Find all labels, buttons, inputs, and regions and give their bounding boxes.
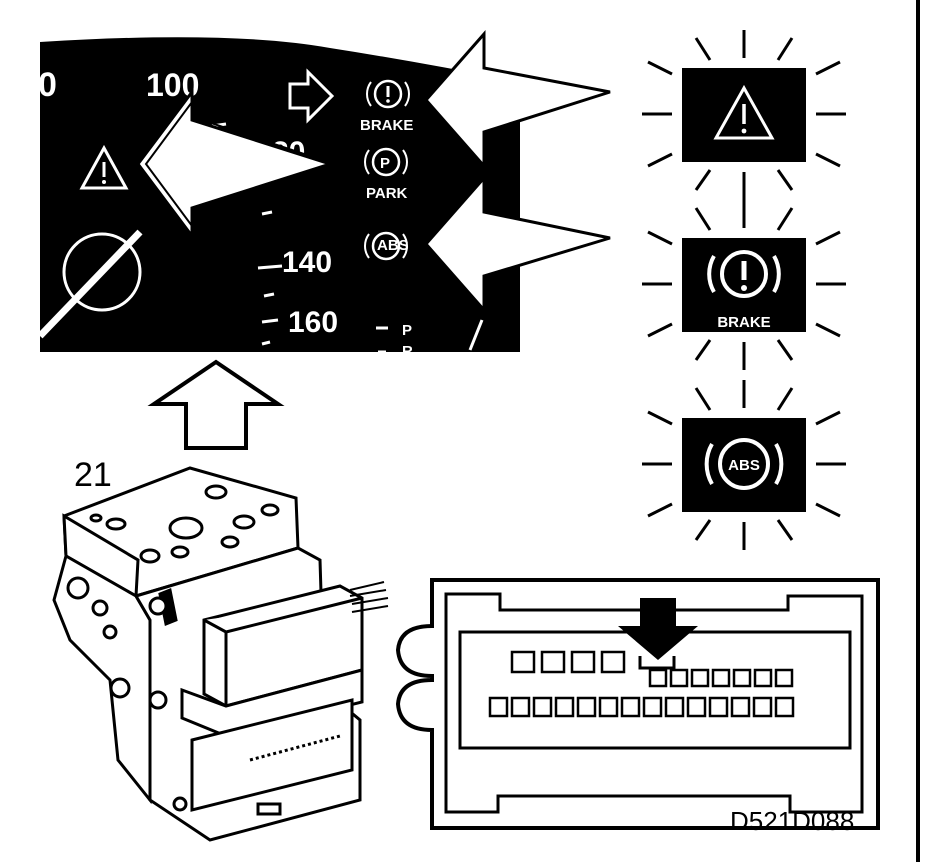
info-label: INFO <box>80 349 116 366</box>
warning-triangle-icon <box>713 84 775 140</box>
cluster-brake-label: BRAKE <box>360 117 413 134</box>
pointer-arrow-brake <box>424 30 611 170</box>
warning-light-triangle <box>642 30 846 200</box>
gear-indicator <box>376 326 388 354</box>
pointer-arrow-abs <box>424 174 611 314</box>
connector-pin <box>686 696 707 718</box>
instrument-cluster: 0 100 20 140 160 INFO <box>37 37 520 366</box>
cluster-park-icon: P <box>364 147 408 177</box>
cluster-abs-icon: ABS <box>364 231 409 261</box>
connector-pin <box>774 696 795 718</box>
connector-pin <box>752 696 773 718</box>
connector-pin <box>642 696 663 718</box>
connector-pin <box>510 696 531 718</box>
warning-light-brake: BRAKE <box>642 200 846 370</box>
connector-pin <box>510 650 536 674</box>
connector-pins <box>488 650 795 718</box>
pointer-arrow-left-triangle-inner <box>144 99 338 229</box>
cluster-park-label: PARK <box>366 185 408 202</box>
speedometer-needle <box>37 229 143 339</box>
info-gauge-dial <box>62 232 142 312</box>
cluster-brake-icon <box>366 79 410 109</box>
connector-pin <box>690 668 710 688</box>
abs-icon <box>718 438 770 490</box>
cluster-warning-triangle-icon <box>79 144 129 190</box>
cluster-abs-symbol: ABS <box>377 237 409 254</box>
indicator-arrow-icon <box>288 68 335 124</box>
gear-p: P <box>402 322 412 339</box>
brake-light-label: BRAKE <box>717 314 770 331</box>
pointer-arrow-left-triangle <box>136 87 335 241</box>
connector-pin <box>669 668 689 688</box>
callout-21: 21 <box>74 456 112 494</box>
arrow-up-icon <box>147 359 285 450</box>
pointer-arrow-down <box>618 598 698 670</box>
connector-pin <box>532 696 553 718</box>
connector-pin <box>598 696 619 718</box>
connector-pin <box>554 696 575 718</box>
connector-pin <box>774 668 794 688</box>
connector-pin <box>600 650 626 674</box>
connector-pin <box>708 696 729 718</box>
connector-pin <box>540 650 566 674</box>
connector-pin <box>732 668 752 688</box>
connector-pin <box>711 668 731 688</box>
brake-icon <box>720 250 768 298</box>
glow-rays <box>642 30 846 200</box>
park-symbol: P <box>380 155 390 172</box>
glow-rays <box>642 380 846 550</box>
warning-light-abs: ABS <box>642 380 846 550</box>
connector-pin <box>730 696 751 718</box>
fuel-needle <box>468 319 484 351</box>
connector-pin <box>576 696 597 718</box>
connector-pin <box>664 696 685 718</box>
figure-code: D521D088 <box>730 806 854 836</box>
connector-pin <box>488 696 509 718</box>
speed-label-160: 160 <box>288 306 338 339</box>
abs-control-unit <box>52 466 389 842</box>
glow-rays <box>642 200 846 370</box>
speed-label-0: 0 <box>38 66 57 104</box>
speed-label-140: 140 <box>282 246 332 279</box>
connector-pin <box>570 650 596 674</box>
connector-pin <box>648 668 668 688</box>
connector-pin <box>620 696 641 718</box>
gear-r: R <box>402 343 413 360</box>
abs-light-label: ABS <box>728 457 760 474</box>
connector-pin <box>753 668 773 688</box>
